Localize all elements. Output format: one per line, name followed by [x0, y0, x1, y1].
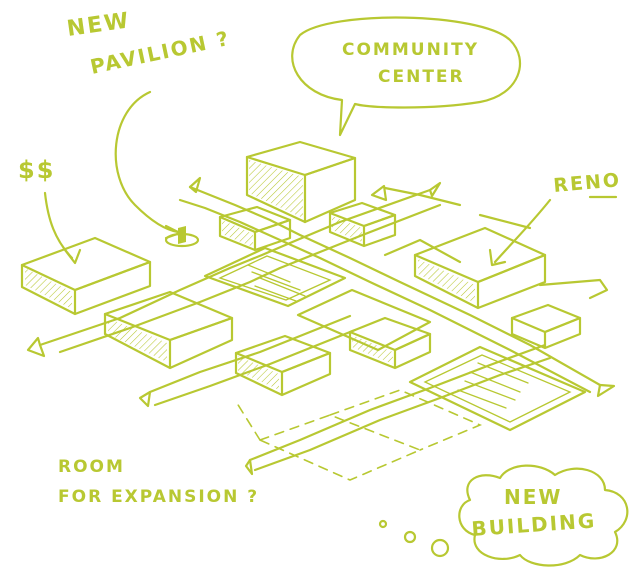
pavilion-building-right [328, 201, 397, 248]
reno-building [413, 226, 547, 310]
community-center-building [245, 140, 357, 224]
community-center-label-line2: CENTER [378, 67, 465, 87]
left-building-lower [103, 290, 234, 370]
new-building-label-line1: NEW [504, 485, 562, 509]
site-parcels [203, 238, 587, 432]
room-for-expansion-label-line1: ROOM [58, 457, 125, 477]
room-for-expansion-label-line2: FOR EXPANSION ? [58, 487, 259, 507]
new-pavilion-label-line1: NEW [65, 8, 132, 42]
pavilion-building-left [218, 205, 292, 252]
right-small-building [510, 303, 582, 350]
center-building-right [348, 316, 432, 370]
reno-label: RENO [553, 169, 622, 197]
community-center-label-line1: COMMUNITY [342, 40, 479, 60]
pavilion-marker-icon [164, 226, 200, 248]
callout-arrows [43, 90, 552, 267]
expansion-area [234, 389, 483, 481]
circulation-arrows [26, 176, 616, 476]
new-building-label-line2: BUILDING [471, 508, 597, 541]
center-building-front [234, 334, 332, 397]
community-center-bubble [291, 16, 522, 137]
new-building-cloud [378, 464, 629, 567]
left-building-money [20, 236, 152, 316]
money-label: $$ [18, 156, 55, 184]
